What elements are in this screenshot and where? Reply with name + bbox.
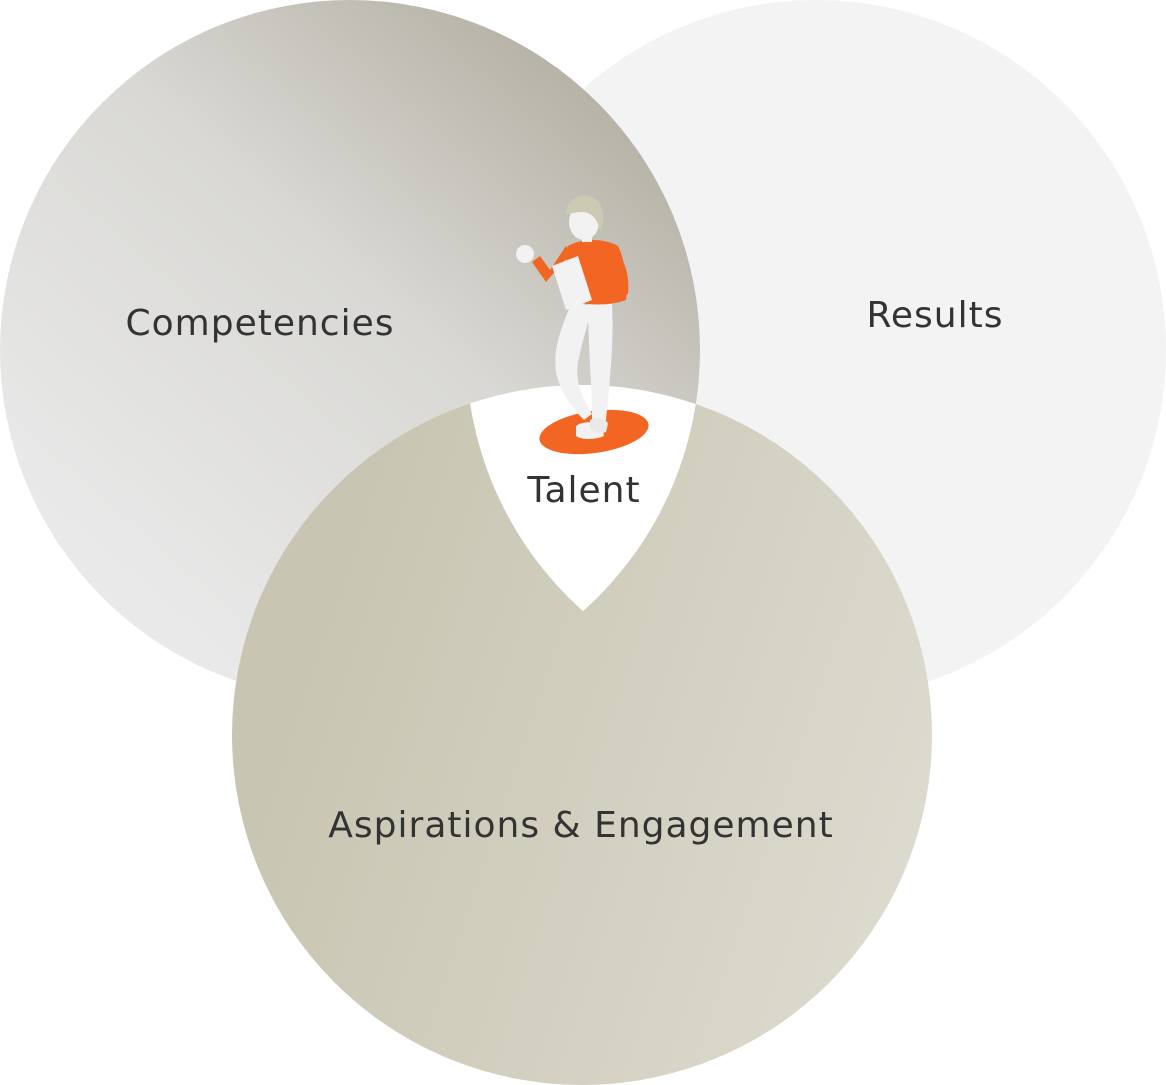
person-reading-icon (516, 195, 649, 455)
results-label: Results (867, 295, 1004, 336)
aspirations-circle (232, 385, 932, 1085)
competencies-label: Competencies (125, 303, 394, 344)
talent-label: Talent (526, 470, 640, 511)
aspirations-label: Aspirations & Engagement (328, 805, 833, 846)
